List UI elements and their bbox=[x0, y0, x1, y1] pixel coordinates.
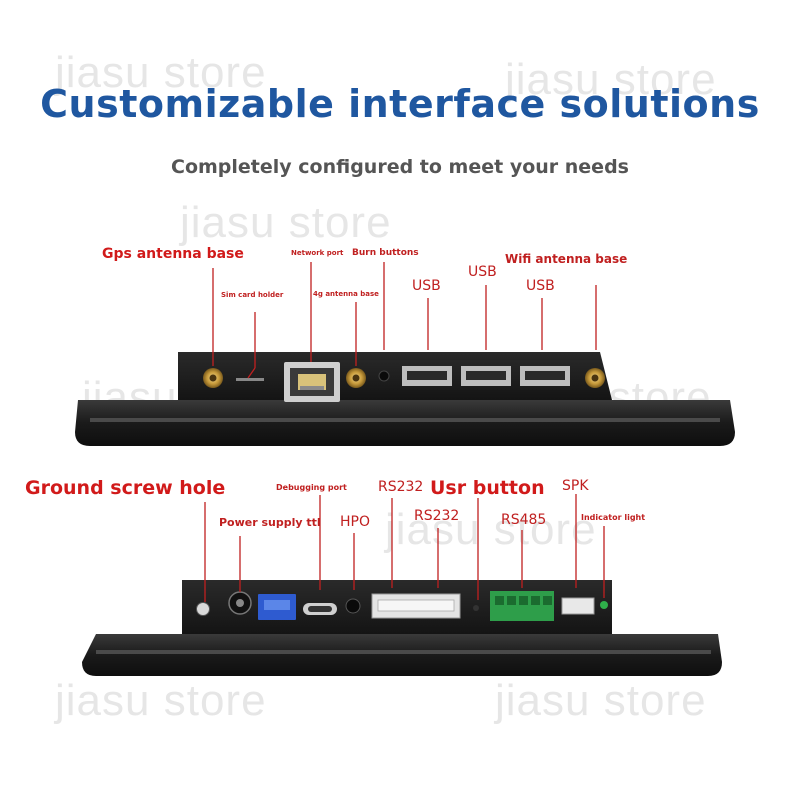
watermark: jiasu store bbox=[180, 198, 392, 247]
bottom-device bbox=[82, 580, 722, 676]
label-power-supply-ttl: Power supply ttl bbox=[219, 516, 321, 529]
rs485-terminal bbox=[490, 591, 554, 621]
label-debugging-port: Debugging port bbox=[276, 483, 347, 492]
label-burn-buttons: Burn buttons bbox=[352, 248, 419, 258]
label-ground-screw-hole: Ground screw hole bbox=[25, 477, 226, 499]
label-usr-button: Usr button bbox=[430, 477, 545, 499]
indicator-light bbox=[600, 601, 608, 609]
watermark: jiasu store bbox=[495, 676, 707, 725]
bottom-leader-lines bbox=[204, 494, 605, 602]
watermark: jiasu store bbox=[55, 48, 267, 97]
label-network-port: Network port bbox=[291, 249, 344, 257]
label-wifi-antenna-base: Wifi antenna base bbox=[505, 252, 628, 266]
label-rs232-2: RS232 bbox=[414, 508, 460, 524]
label-rs485: RS485 bbox=[501, 512, 547, 528]
usb-port-1 bbox=[402, 366, 452, 386]
ground-screw-hole bbox=[196, 602, 210, 616]
hpo-jack bbox=[345, 598, 361, 614]
usr-button bbox=[473, 605, 479, 611]
label-4g-antenna-base: 4g antenna base bbox=[313, 290, 379, 298]
page-title: Customizable interface solutions bbox=[40, 82, 760, 126]
label-spk: SPK bbox=[562, 478, 589, 494]
burn-button bbox=[378, 370, 390, 382]
spk-connector bbox=[561, 597, 595, 615]
label-usb-3: USB bbox=[526, 278, 555, 294]
top-device bbox=[75, 352, 735, 446]
label-rs232-1: RS232 bbox=[378, 479, 424, 495]
label-usb-2: USB bbox=[468, 264, 497, 280]
sim-card-slot bbox=[236, 378, 264, 381]
label-sim-card-holder: Sim card holder bbox=[221, 291, 284, 299]
usb-port-2 bbox=[461, 366, 511, 386]
label-usb-1: USB bbox=[412, 278, 441, 294]
watermark: jiasu store bbox=[385, 505, 597, 554]
page-subtitle: Completely configured to meet your needs bbox=[171, 156, 629, 178]
network-port bbox=[284, 362, 340, 402]
top-leader-lines bbox=[212, 262, 597, 379]
label-hpo: HPO bbox=[340, 514, 370, 530]
usb-port-3 bbox=[520, 366, 570, 386]
watermark: jiasu store bbox=[505, 55, 717, 104]
watermark: jiasu store bbox=[55, 676, 267, 725]
label-gps-antenna-base: Gps antenna base bbox=[102, 246, 244, 262]
label-indicator-light: Indicator light bbox=[581, 513, 646, 522]
